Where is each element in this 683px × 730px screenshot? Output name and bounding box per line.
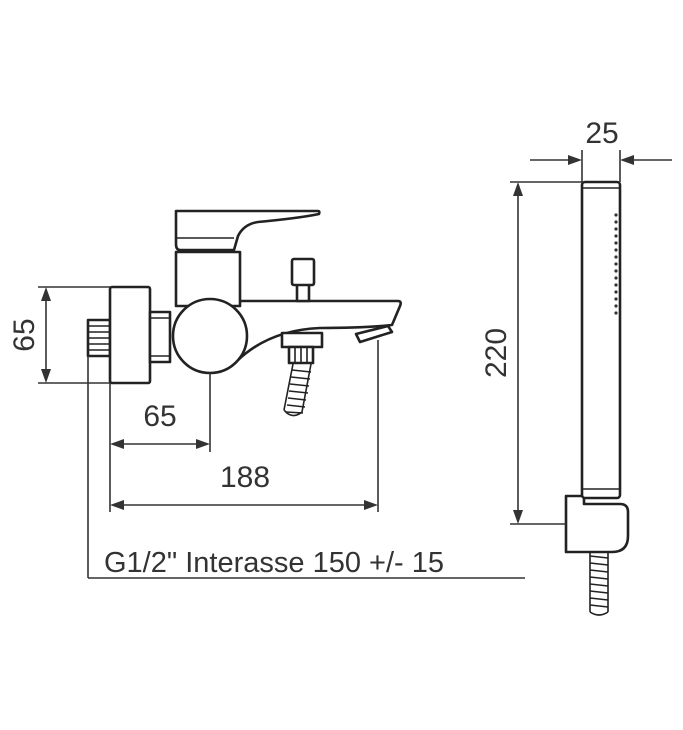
dimension-label-length: 188 bbox=[220, 461, 270, 494]
mixer-body bbox=[86, 209, 402, 417]
dimension-label-depth: 65 bbox=[143, 400, 176, 433]
hand-shower-handle bbox=[580, 180, 622, 500]
wall-escutcheon bbox=[108, 285, 152, 385]
diverter-button bbox=[290, 257, 316, 303]
dimension-label-width: 25 bbox=[585, 117, 618, 150]
shower-wall-bracket bbox=[564, 494, 630, 554]
inlet-spacing-note: G1/2" Interasse 150 +/- 15 bbox=[87, 356, 525, 579]
lever-handle bbox=[174, 209, 321, 252]
hose-connector bbox=[280, 331, 324, 365]
dimension-width-25: 25 bbox=[530, 117, 672, 182]
dimension-label-height: 65 bbox=[8, 318, 41, 351]
inlet-spacing-label: G1/2" Interasse 150 +/- 15 bbox=[104, 547, 444, 579]
spout-outlet bbox=[354, 324, 394, 344]
dimension-depth-65: 65 bbox=[109, 373, 211, 452]
connector-nut bbox=[148, 310, 172, 364]
dimension-height-65: 65 bbox=[8, 286, 110, 384]
spray-holes bbox=[614, 213, 618, 315]
shower-hose-stub bbox=[283, 363, 312, 417]
threaded-inlet bbox=[86, 318, 112, 358]
dimension-length-220: 220 bbox=[480, 181, 582, 525]
mixer-cartridge-body bbox=[171, 297, 249, 375]
dimension-length-188: 188 bbox=[109, 340, 379, 512]
dimension-label-shower-length: 220 bbox=[480, 328, 513, 378]
hand-shower bbox=[564, 180, 630, 616]
shower-hose bbox=[589, 548, 609, 616]
spout bbox=[203, 299, 402, 364]
